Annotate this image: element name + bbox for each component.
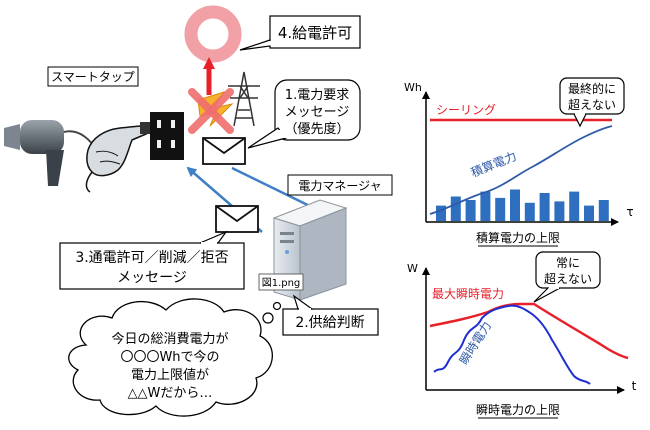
request-message-callout: 1.電力要求 メッセージ （優先度） [247, 79, 361, 149]
top-bar [598, 200, 609, 221]
supply-decision-label: 2.供給判断 [295, 315, 364, 331]
top-bar [524, 202, 535, 221]
thought-cloud: 今日の総消費電力が 〇〇〇Whで今の 電力上限値が △△Wだから… [68, 298, 282, 417]
top-bars [436, 189, 609, 221]
hair-dryer-icon [4, 120, 97, 186]
supply-decision-callout: 2.供給判断 [282, 294, 379, 336]
thought-line-2: 〇〇〇Whで今の [120, 349, 219, 365]
reply-line-2: メッセージ [117, 270, 187, 286]
request-line-1: 1.電力要求 [285, 88, 349, 103]
request-line-2: メッセージ [285, 105, 350, 120]
smart-tap-label: スマートタップ [51, 70, 135, 84]
chart-instant-power: W t 最大瞬時電力 瞬時電力 常に 超えない 瞬時電力の上限 [407, 251, 637, 419]
top-bar [554, 201, 565, 221]
file-label-box: 図1.png [258, 273, 304, 291]
integrated-power-label: 積算電力 [468, 148, 518, 180]
smart-tap-label-box: スマートタップ [47, 66, 139, 87]
top-bar [584, 205, 594, 221]
top-bar [539, 193, 550, 221]
smart-tap-device [150, 112, 184, 160]
top-bar [450, 196, 461, 221]
bottom-callout: 常に 超えない [533, 251, 601, 303]
bottom-callout-line-2: 超えない [544, 271, 592, 286]
top-bar [569, 191, 580, 221]
top-bar [480, 191, 491, 221]
chart-integrated-power: Wh τ シーリング 積算電力 最終的に 超えない 積算電力の上限 [404, 77, 634, 247]
request-line-3: （優先度） [284, 121, 349, 137]
reply-envelope-icon [215, 205, 259, 233]
ceiling-label: シーリング [436, 103, 496, 117]
thought-line-4: △△Wだから… [128, 386, 213, 401]
top-callout-line-2: 超えない [568, 97, 616, 112]
top-callout: 最終的に 超えない [559, 77, 625, 128]
thought-line-1: 今日の総消費電力が [111, 331, 228, 347]
reply-message-callout: 3.通電許可／削減／拒否 メッセージ [59, 230, 245, 290]
power-manager-label-box: 電力マネージャ [287, 174, 393, 196]
thought-line-3: 電力上限値が [131, 367, 209, 383]
bottom-ylabel: W [407, 262, 418, 275]
permit-ring-icon [184, 5, 242, 63]
top-bar [436, 205, 446, 221]
bottom-caption: 瞬時電力の上限 [476, 403, 560, 417]
top-bar [510, 189, 520, 221]
max-power-line [429, 302, 629, 360]
power-manager-label: 電力マネージャ [298, 179, 381, 193]
hand-plug-icon [85, 122, 152, 193]
top-xlabel: τ [626, 205, 633, 219]
server-icon [272, 199, 348, 301]
integrated-power-line [429, 125, 613, 215]
request-envelope-icon [202, 137, 246, 165]
power-tower-icon [228, 71, 260, 127]
instant-power-line [433, 304, 591, 385]
bottom-xlabel: t [632, 379, 637, 393]
file-label: 図1.png [262, 277, 301, 289]
top-ylabel: Wh [404, 81, 422, 94]
reply-line-1: 3.通電許可／削減／拒否 [75, 249, 228, 266]
top-callout-line-1: 最終的に [568, 81, 616, 96]
supply-permit-callout: 4.給電許可 [239, 15, 361, 51]
top-caption: 積算電力の上限 [476, 230, 560, 245]
top-bar [495, 197, 506, 221]
bottom-callout-line-1: 常に [556, 256, 580, 270]
max-power-label: 最大瞬時電力 [432, 287, 504, 301]
power-bolt-icon [188, 88, 234, 134]
top-bar [465, 200, 476, 221]
supply-permit-label: 4.給電許可 [278, 24, 352, 42]
